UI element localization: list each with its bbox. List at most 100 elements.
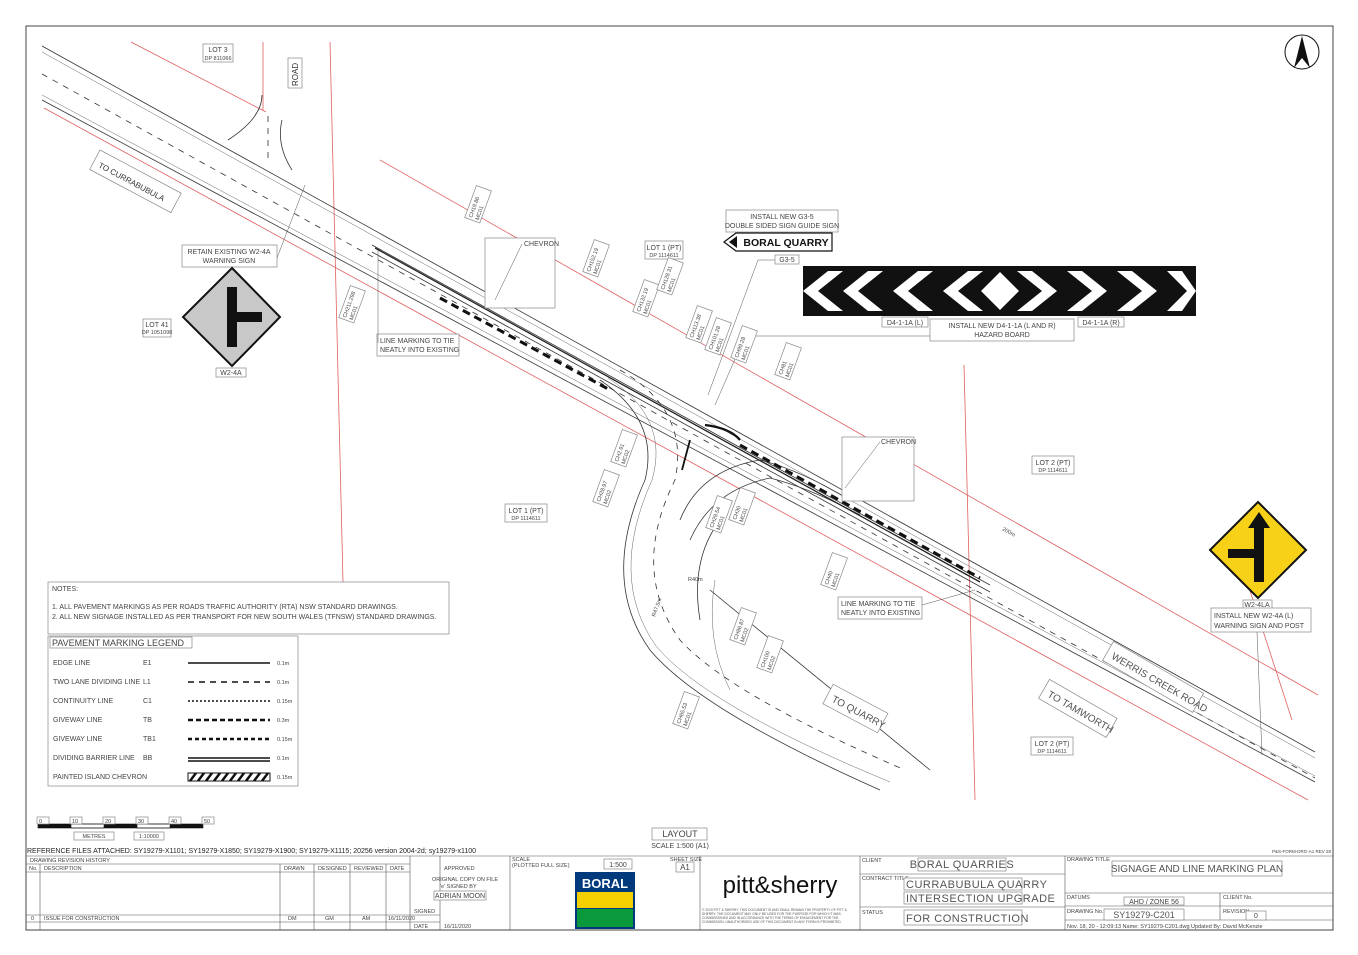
to-quarry-label: TO QUARRY — [822, 683, 889, 734]
w2-4a-warning-sign: W2-4A — [181, 266, 282, 378]
legend-row-width: 0.3m — [277, 718, 290, 724]
lot2-pt-bot-dp-text: DP 1114611 — [1037, 749, 1066, 755]
lot1-pt-mid-dp-text: DP 1114611 — [511, 516, 540, 522]
legend-row-code: C1 — [143, 698, 152, 705]
datums-value: AHD / ZONE 56 — [1129, 899, 1179, 906]
boral-quarry-guide-sign: BORAL QUARRY — [723, 232, 833, 252]
install-g3-5-text-2: DOUBLE SIDED SIGN GUIDE SIGN — [725, 223, 839, 230]
lot2-pt-bot-text: LOT 2 (PT) — [1035, 741, 1070, 748]
to-tamworth-label: TO TAMWORTH — [1038, 678, 1118, 738]
contract-line-2: INTERSECTION UPGRADE — [906, 893, 1055, 905]
drawing-no: SY19279-C201 — [1113, 910, 1175, 920]
chainage-text: MC02 — [767, 655, 778, 671]
legend-chevron-stripe — [221, 772, 229, 782]
layout-caption: LAYOUT SCALE 1:500 (A1) — [651, 827, 709, 850]
rev-designed: GM — [325, 916, 334, 922]
original-copy-2: 'e' SIGNED BY — [440, 884, 477, 890]
notes-box: NOTES: 1. ALL PAVEMENT MARKINGS AS PER R… — [47, 581, 450, 635]
werris-creek-road-text: WERRIS CREEK ROAD — [1109, 651, 1209, 715]
dim-r45: R47.5m — [651, 597, 663, 618]
date-label: DATE — [414, 924, 429, 930]
title-block: DRAWING REVISION HISTORY No. DESCRIPTION… — [26, 855, 1333, 930]
contract-line-1: CURRABUBULA QUARRY — [906, 879, 1048, 891]
scale-tick-label: 40 — [171, 819, 177, 825]
legend-chevron-stripe — [229, 772, 237, 782]
chainage-text: CH30 — [732, 505, 742, 520]
g3-5-text: G3-5 — [779, 257, 795, 264]
install-d4-text-2: HAZARD BOARD — [974, 332, 1030, 339]
chainage-text: MC01 — [683, 711, 694, 727]
sheet-border — [25, 25, 1334, 931]
legend-row-name: DIVIDING BARRIER LINE — [53, 755, 135, 762]
chainage-text: MC01 — [715, 337, 726, 353]
signed-label: SIGNED — [414, 909, 435, 915]
scale-tick-label: 10 — [72, 819, 78, 825]
scale-tick-label: 0 — [39, 819, 42, 825]
col-reviewed: REVIEWED — [354, 866, 383, 872]
layout-title: LAYOUT — [662, 829, 698, 839]
scale-tick-box — [168, 816, 182, 825]
revision-label: REVISION — [1223, 909, 1249, 915]
rev-no: 0 — [31, 916, 34, 922]
werris-creek-road-label: WERRIS CREEK ROAD — [1102, 640, 1209, 715]
rev-date: 16/11/2020 — [388, 916, 415, 922]
approved-label: APPROVED — [444, 866, 475, 872]
lot1-pt-mid-label: LOT 1 (PT) DP 1114611 — [504, 503, 548, 523]
chevron-callout-1: CHEVRON — [484, 237, 559, 309]
notes-item-2: 2. ALL NEW SIGNAGE INSTALLED AS PER TRAN… — [52, 614, 436, 621]
chainage-text: MC01 — [696, 325, 707, 341]
chainage-text: MC01 — [667, 277, 678, 293]
chainage-text: MC02 — [621, 449, 632, 465]
boral-logo-text: BORAL — [582, 876, 628, 891]
legend-chevron-stripe — [237, 772, 245, 782]
w2-4la-warning-sign: W2-4LA — [1208, 500, 1308, 610]
drawing-no-label: DRAWING No. — [1067, 909, 1104, 915]
legend-row-code: L1 — [143, 679, 151, 686]
status-label: STATUS — [862, 910, 883, 916]
chainage-labels: CH19.86MC01CH211.298MC01CH152.19MC01CH13… — [338, 185, 848, 730]
install-g3-5-callout: INSTALL NEW G3-5 DOUBLE SIDED SIGN GUIDE… — [725, 209, 839, 233]
col-no: No. — [29, 866, 38, 872]
dim-200: 200m — [1001, 527, 1016, 539]
legend-row-width: 0.15m — [277, 699, 293, 705]
werris-creek-road — [41, 45, 1316, 783]
consultant-disclaimer: © 2019 PITT & SHERRY. THIS DOCUMENT IS A… — [702, 908, 847, 924]
legend-row-code: E1 — [143, 660, 152, 667]
lot1-pt-top-label: LOT 1 (PT) DP 1114611 — [644, 240, 684, 260]
scale-tick-box — [69, 816, 83, 825]
chainage-text: MC01 — [831, 572, 842, 588]
client-label: CLIENT — [862, 858, 882, 864]
boral-quarry-sign-text: BORAL QUARRY — [743, 237, 828, 249]
chainage-text: MC01 — [475, 205, 486, 221]
line-tie-callout-1: LINE MARKING TO TIE NEATLY INTO EXISTING — [376, 250, 460, 357]
w2-4a-text: W2-4A — [220, 370, 242, 377]
lot1-pt-mid-text: LOT 1 (PT) — [509, 508, 544, 515]
revision-history-title: DRAWING REVISION HISTORY — [30, 858, 110, 864]
date-value: 16/11/2020 — [444, 924, 471, 930]
drawing-title: SIGNAGE AND LINE MARKING PLAN — [1111, 864, 1283, 875]
install-g3-5-text-1: INSTALL NEW G3-5 — [750, 214, 814, 221]
legend-row-width: 0.15m — [277, 775, 293, 781]
col-designed: DESIGNED — [318, 866, 347, 872]
chainage-text: CH81 — [778, 360, 788, 375]
sheet-size: A1 — [680, 863, 690, 872]
approver-name: ADRIAN MOON — [435, 893, 485, 900]
sheet-size-label: SHEET SIZE — [670, 857, 702, 863]
lot1-pt-top-dp-text: DP 1114611 — [649, 253, 678, 259]
legend-row-width: 0.1m — [277, 680, 290, 686]
retain-sign-callout: RETAIN EXISTING W2-4A WARNING SIGN — [181, 184, 306, 268]
to-currabubula-label: TO CURRABUBULA — [89, 149, 182, 214]
chainage-text: CH100 — [760, 651, 771, 669]
legend-row-code: TB1 — [143, 736, 156, 743]
legend-row-name: TWO LANE DIVIDING LINE — [53, 679, 140, 686]
